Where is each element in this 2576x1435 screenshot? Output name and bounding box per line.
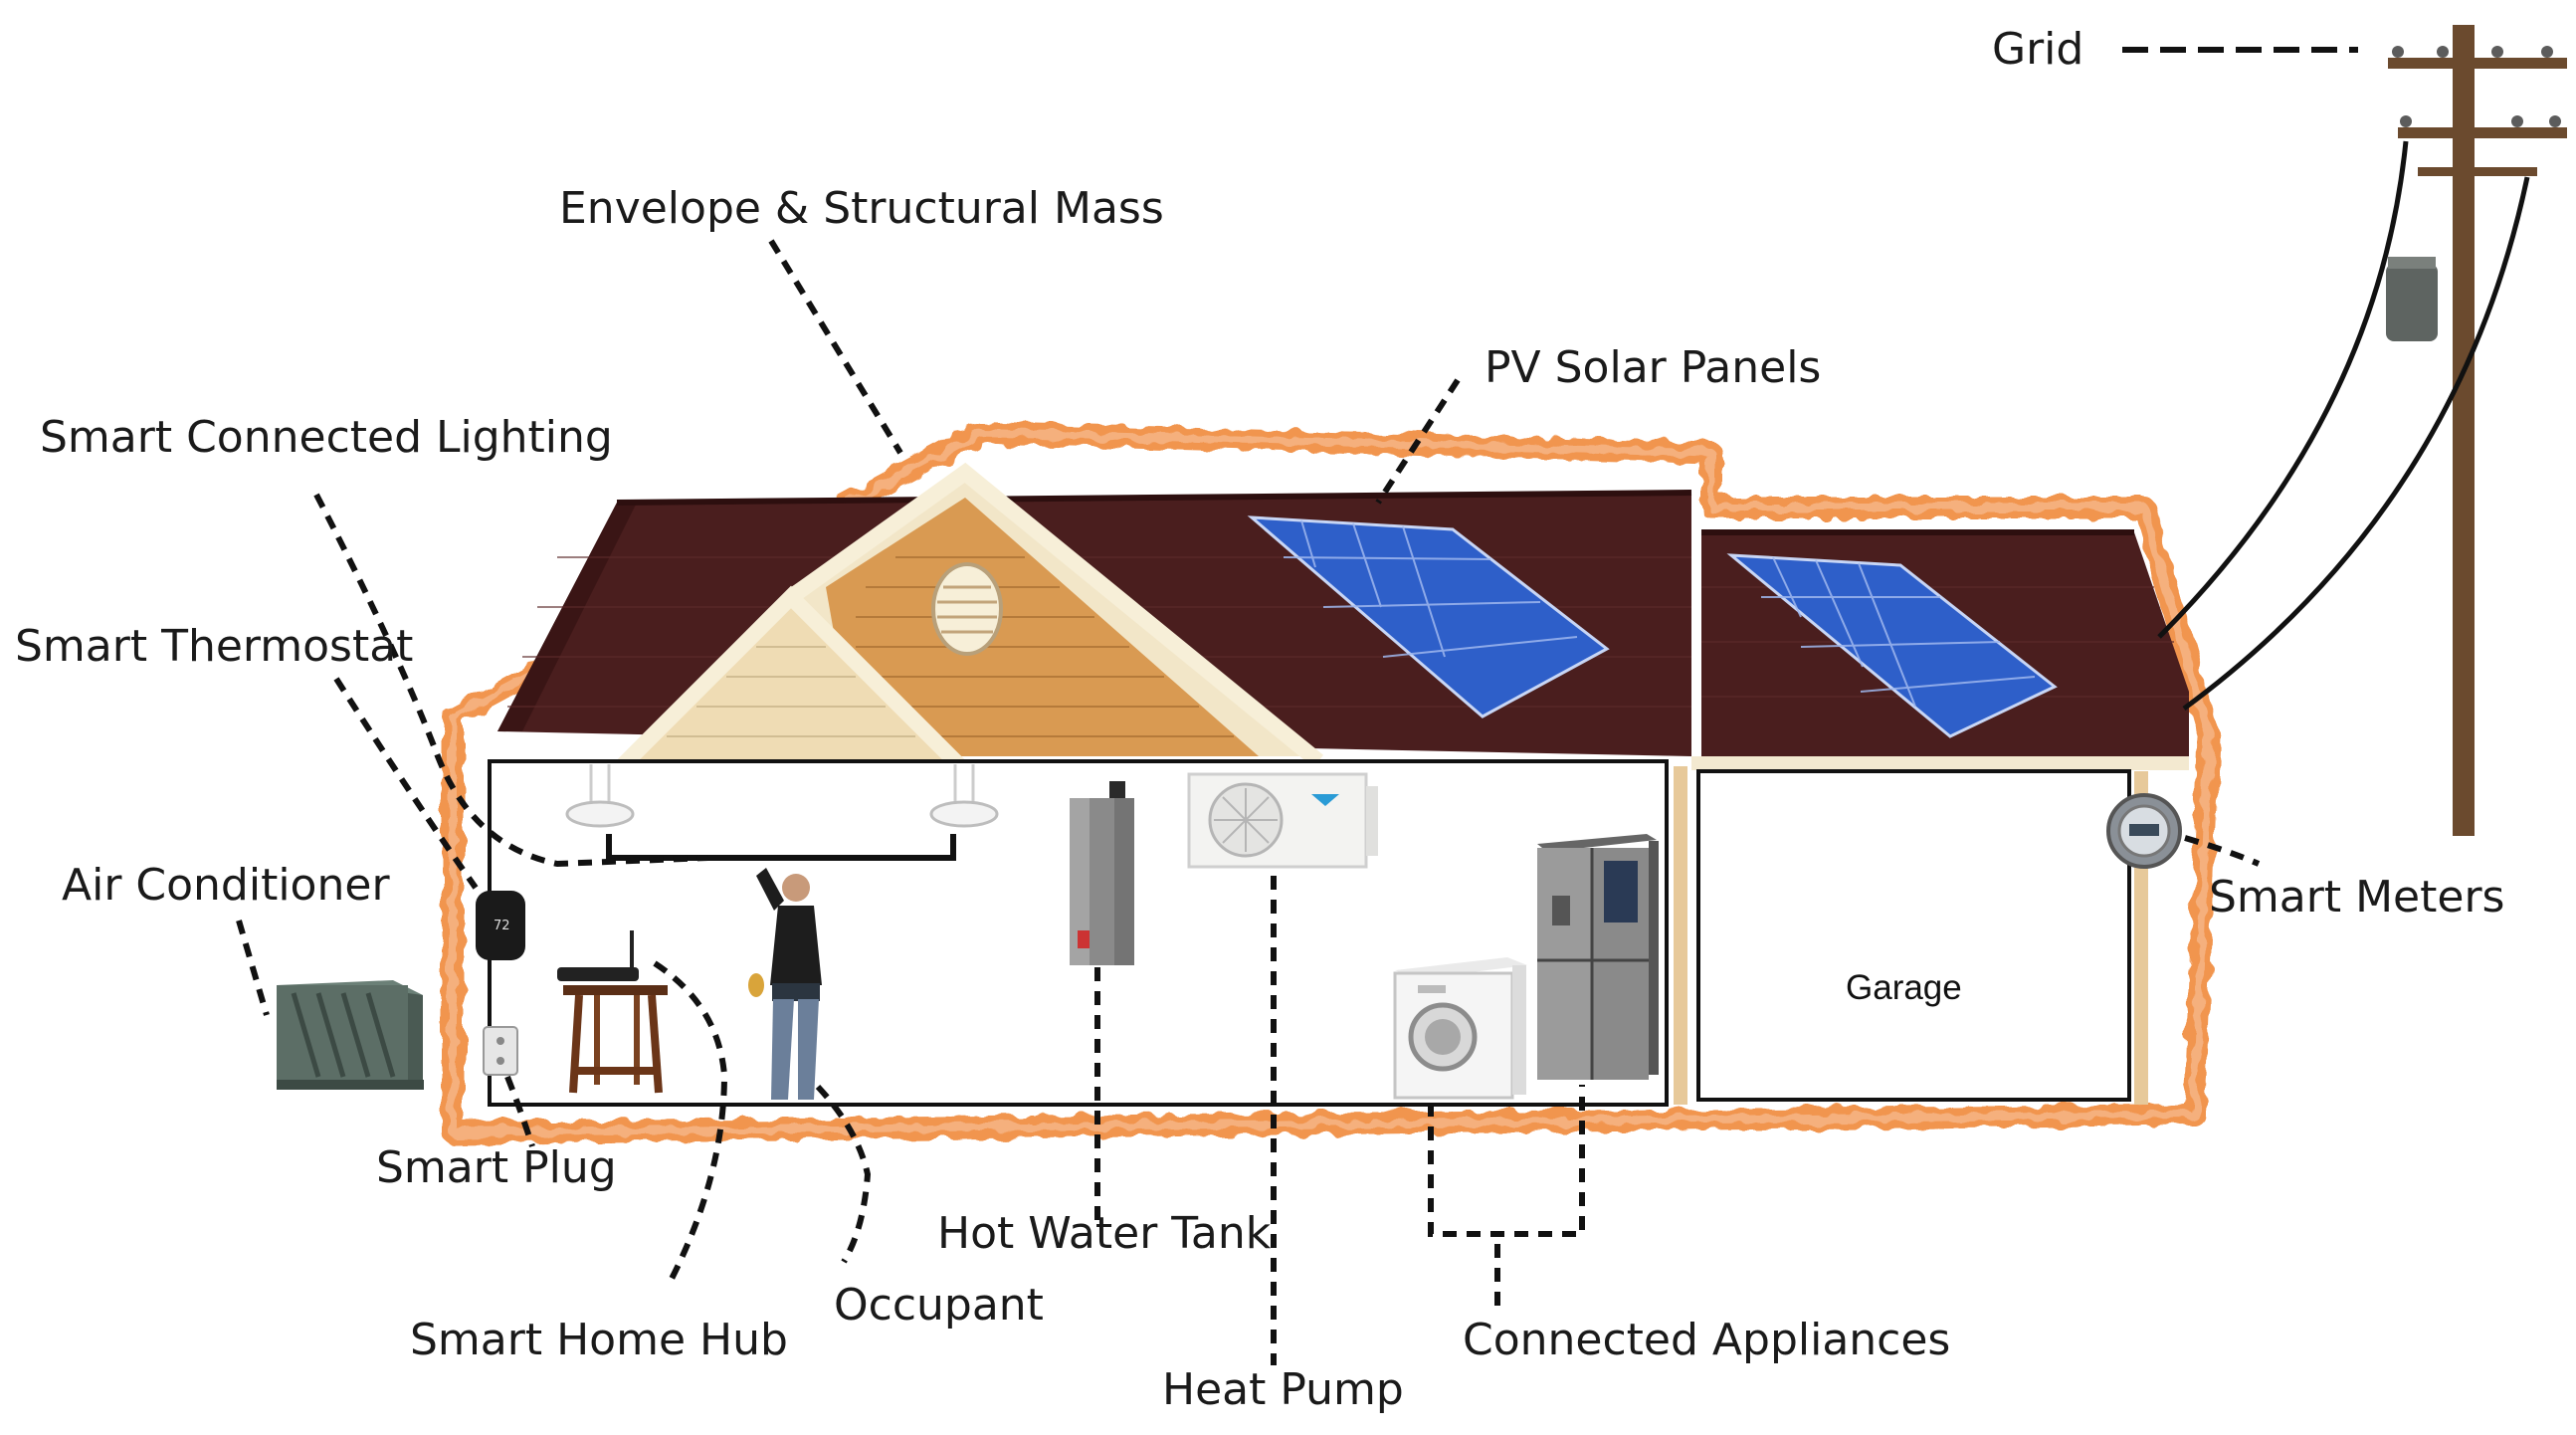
occupant-figure bbox=[748, 868, 822, 1100]
envelope-leader-line bbox=[768, 239, 903, 455]
smart-plug-leader-line bbox=[504, 1075, 535, 1147]
leader-lines bbox=[236, 47, 2358, 1365]
appliances-bracket-line bbox=[1428, 1085, 1585, 1237]
thermostat-leader-line bbox=[333, 677, 479, 890]
label-smart-plug: Smart Plug bbox=[376, 1142, 617, 1193]
label-pv-solar-panels: PV Solar Panels bbox=[1485, 342, 1822, 393]
refrigerator bbox=[1537, 834, 1659, 1080]
smart-home-hub-device bbox=[557, 930, 668, 1094]
pv-leader-line bbox=[1375, 378, 1461, 505]
solar-panel-main bbox=[1247, 515, 1610, 718]
label-hot-water-tank: Hot Water Tank bbox=[937, 1208, 1272, 1259]
label-envelope: Envelope & Structural Mass bbox=[559, 183, 1164, 234]
occupant-leader-line bbox=[815, 1084, 872, 1264]
label-air-conditioner: Air Conditioner bbox=[62, 860, 390, 911]
label-garage: Garage bbox=[1846, 968, 1962, 1007]
large-gable bbox=[786, 462, 1324, 768]
solar-panel-garage bbox=[1726, 553, 2058, 738]
heat-pump-unit bbox=[1187, 772, 1378, 869]
hot-water-tank bbox=[1070, 781, 1134, 965]
label-smart-thermostat: Smart Thermostat bbox=[15, 621, 414, 672]
utility-pole bbox=[2157, 25, 2567, 836]
hub-leader-line bbox=[653, 960, 728, 1281]
lighting-leader-line bbox=[313, 493, 709, 868]
small-gable bbox=[616, 585, 966, 772]
label-smart-home-hub: Smart Home Hub bbox=[410, 1315, 788, 1365]
smart-thermostat-device bbox=[476, 891, 525, 960]
garage-box bbox=[1696, 769, 2131, 1102]
smart-meter-leader-line bbox=[2184, 835, 2261, 867]
label-smart-connected-lighting: Smart Connected Lighting bbox=[40, 412, 613, 463]
label-grid: Grid bbox=[1992, 24, 2084, 75]
thermostat-display-value: 72 bbox=[494, 919, 510, 933]
label-occupant: Occupant bbox=[834, 1280, 1044, 1331]
label-connected-appliances: Connected Appliances bbox=[1463, 1315, 1951, 1365]
label-heat-pump: Heat Pump bbox=[1162, 1364, 1404, 1415]
washing-machine bbox=[1393, 957, 1527, 1100]
label-smart-meters: Smart Meters bbox=[2209, 872, 2505, 922]
smart-plug-device bbox=[483, 1026, 518, 1076]
smart-meter-device bbox=[2106, 793, 2182, 869]
air-conditioner-unit bbox=[277, 980, 424, 1090]
air-conditioner-leader-line bbox=[236, 920, 270, 1016]
ceiling-lights bbox=[565, 764, 999, 861]
